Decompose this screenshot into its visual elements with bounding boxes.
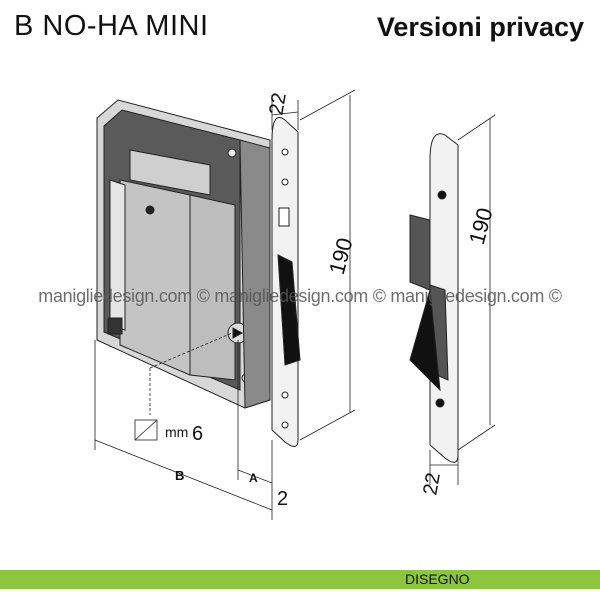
dim-190-right: 190 — [464, 205, 498, 247]
label-a: A — [249, 471, 258, 485]
faceplate-left — [271, 117, 301, 447]
footer-bar: DISEGNO — [0, 570, 600, 589]
footer-label: DISEGNO — [405, 571, 470, 587]
faceplate-right — [409, 133, 459, 463]
watermark: maniglie​design.com © maniglie​design.co… — [38, 286, 562, 306]
dim-190-left: 190 — [324, 235, 358, 277]
dimension-lines — [94, 89, 496, 520]
product-title: B NO-HA MINI — [14, 10, 209, 42]
square-unit: mm — [165, 424, 188, 440]
dim-22-top: 22 — [265, 91, 291, 117]
square-size: 6 — [192, 423, 203, 445]
dim-offset: 2 — [277, 488, 288, 510]
lock-body — [96, 99, 271, 409]
label-b: B — [175, 468, 184, 483]
dim-22-bottom: 22 — [419, 471, 445, 497]
version-title: Versioni privacy — [376, 12, 584, 42]
